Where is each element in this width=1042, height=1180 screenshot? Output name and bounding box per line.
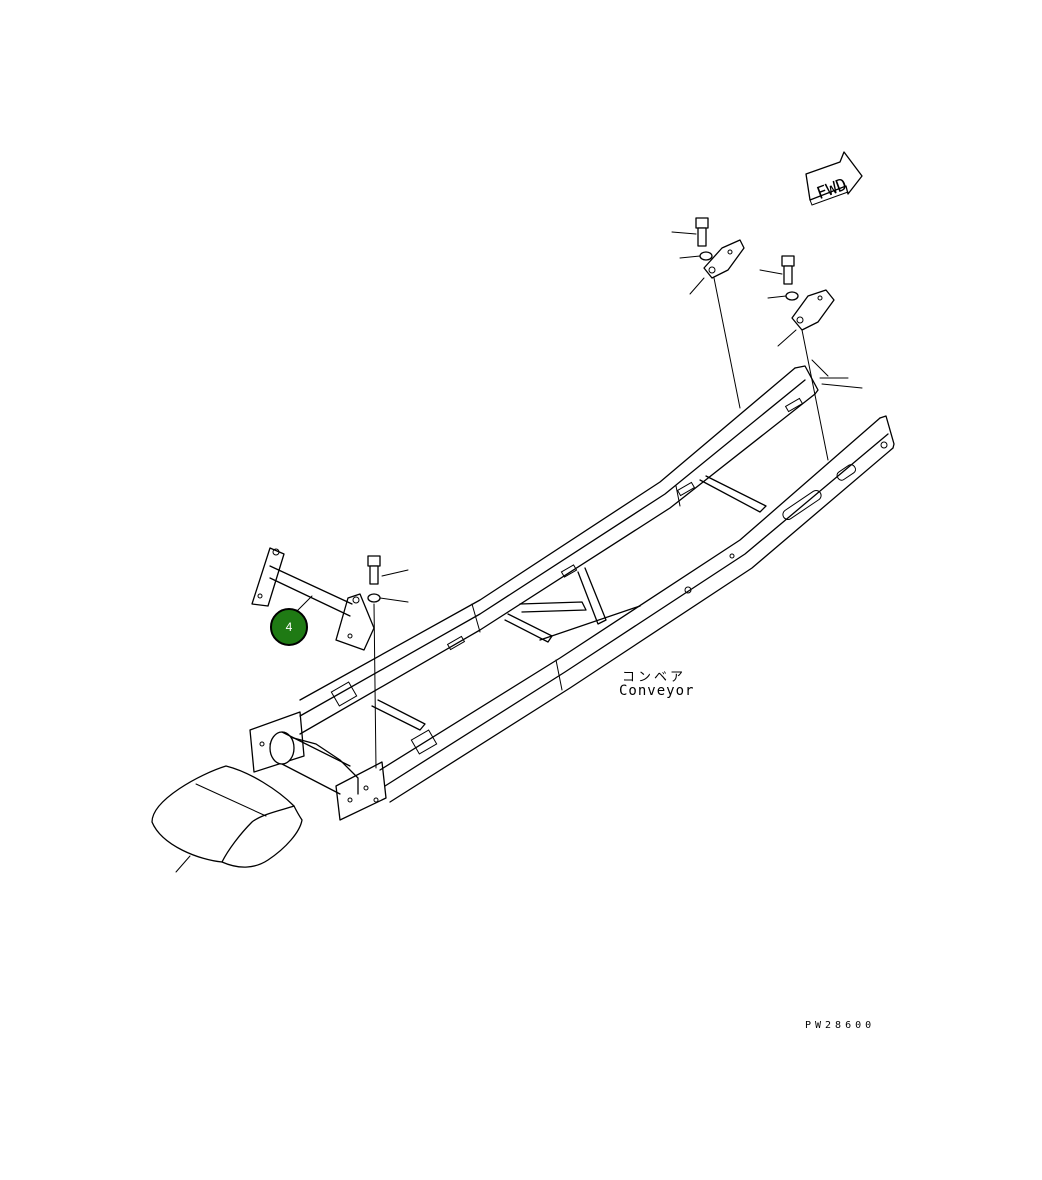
conveyor-label-en: Conveyor xyxy=(619,683,695,699)
fwd-label: FWD xyxy=(814,175,850,204)
fwd-arrow-icon: FWD xyxy=(805,151,863,206)
part-callout-4[interactable]: 4 xyxy=(270,608,308,646)
conveyor-tail-end xyxy=(249,711,387,821)
conveyor-frame-left-rail xyxy=(299,365,819,735)
upper-bracket-2 xyxy=(759,255,863,461)
tail-bracket-assembly xyxy=(251,547,375,651)
conveyor-label-jp: コンベア xyxy=(622,670,687,685)
conveyor-frame-right-rail xyxy=(379,415,895,803)
upper-bracket-1 xyxy=(671,217,745,409)
conveyor-cross-members xyxy=(371,475,767,731)
drawing-code: PW28600 xyxy=(805,1020,876,1031)
tail-bolt-washer xyxy=(367,555,409,769)
conveyor-belt xyxy=(151,765,303,873)
